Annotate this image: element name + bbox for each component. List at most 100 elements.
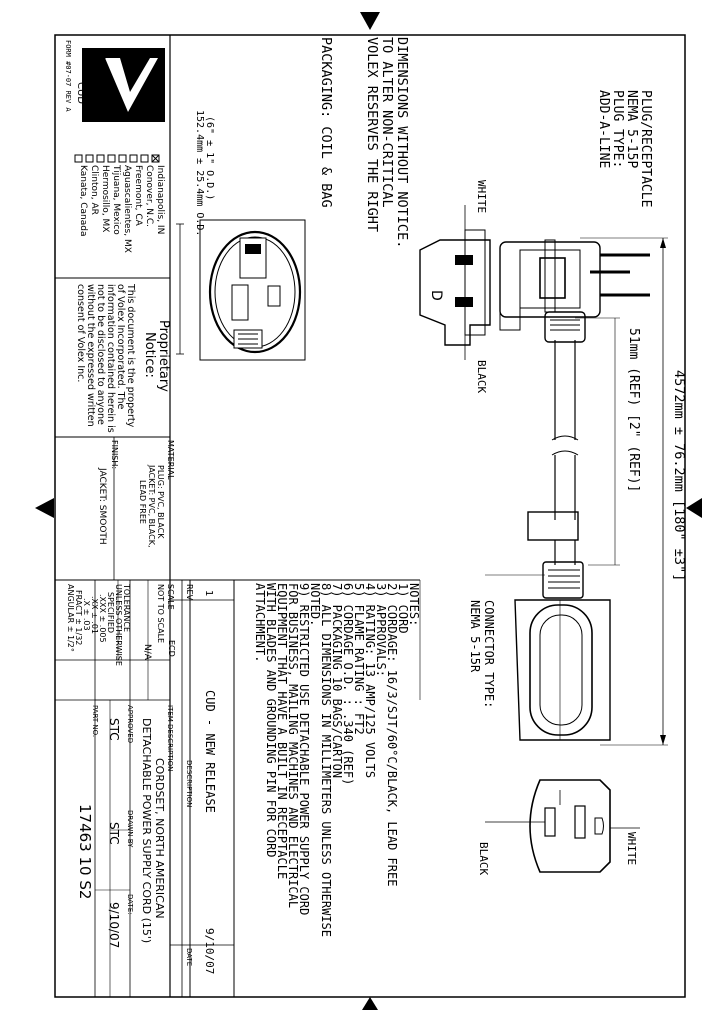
ref-length-text: 51mm (REF) [2" (REF)] [626, 328, 641, 492]
svg-text:LEAD FREE: LEAD FREE [138, 480, 147, 524]
tolerance-block: TOLERANCE UNLESS OTHERWISE SPECIFIED .XX… [66, 583, 131, 666]
location-3: Aguascalientes, MX [122, 165, 132, 253]
location-6: Clinton, AR [89, 165, 99, 215]
scale-label: SCALE [166, 584, 175, 610]
svg-text:DETACHABLE POWER SUPPLY CORD (: DETACHABLE POWER SUPPLY CORD (15') [140, 718, 153, 943]
location-5: Hermosillo, MX [100, 165, 110, 232]
approved: STC [107, 718, 121, 741]
overall-length-text: 4572mm ± 76.2mm [180" ±3"] [671, 370, 687, 581]
overall-dimension: 4572mm ± 76.2mm [180" ±3"] [580, 237, 687, 746]
ref-dimension: 51mm (REF) [2" (REF)] [575, 317, 641, 566]
plug-label-line-4: PLUG/RECEPTACLE [638, 90, 653, 207]
svg-text:Notice:: Notice: [142, 332, 157, 378]
location-1: Conover, N.C. [144, 165, 154, 227]
reserve-line-2: TO ALTER NON-CRITICAL [379, 37, 395, 208]
svg-text:consent of Volex Inc.: consent of Volex Inc. [75, 284, 86, 382]
approved-label: APPROVED [126, 705, 134, 743]
note-11: FOR BUSINESS, MAILING MACHINES AND ELECT… [286, 583, 300, 908]
center-mark-top [360, 12, 380, 30]
note-8: 8) ALL DIMENSIONS IN MILLIMETERS UNLESS … [319, 583, 333, 937]
location-7: Kanata, Canada [78, 165, 88, 237]
note-6: 6) CORDAGE O.D. : .340 (REF) [341, 583, 355, 785]
reserve-line-1: VOLEX RESERVES THE RIGHT [364, 37, 380, 232]
svg-text:TOLERANCE: TOLERANCE [122, 583, 131, 632]
note-2: 2) CORDAGE: 16/3/SJT/60°C/BLACK, LEAD FR… [385, 583, 399, 886]
drawn-by: STC [107, 822, 121, 845]
svg-text:.XXX ± .005: .XXX ± .005 [98, 594, 107, 643]
svg-text:CORDSET, NORTH AMERICAN: CORDSET, NORTH AMERICAN [153, 758, 166, 919]
svg-text:Proprietary: Proprietary [156, 320, 171, 392]
svg-text:.XX ± .01: .XX ± .01 [90, 596, 99, 634]
face-white-label: WHITE [625, 832, 638, 865]
volex-logo: Volex CUD [75, 48, 165, 122]
revision-date: 9/10/07 [203, 928, 216, 974]
note-12: EQUIPMENT THAT HAVE A BUILT IN RECEPTACL… [275, 583, 289, 879]
svg-text:JACKET: SMOOTH: JACKET: SMOOTH [97, 467, 107, 545]
note-13: WITH BLADES AND GROUNDING PIN FOR CORD [264, 583, 278, 858]
note-0: NOTES: [407, 583, 421, 626]
note-7: 7) PACKAGING 10 BAGS/CARTON [330, 583, 344, 778]
plug-label-line-1: ADD-A-LINE [596, 90, 611, 168]
connector-label: CONNECTOR TYPE: NEMA 5-15R [468, 600, 496, 716]
location-0: Indianapolis, IN [155, 165, 165, 234]
drawn-by-label: DRAWN BY [126, 810, 134, 848]
item-desc-label: ITEM DESCRIPTION [166, 705, 174, 771]
na-value: N/A [142, 644, 152, 661]
svg-text:FRACT ± 1/32: FRACT ± 1/32 [74, 590, 83, 645]
packaging-label: PACKAGING: COIL & BAG [318, 37, 334, 208]
black-label: BLACK [475, 360, 488, 393]
reserve-notice: VOLEX RESERVES THE RIGHT TO ALTER NON-CR… [364, 37, 410, 248]
proprietary-notice: Proprietary Notice: This document is the… [75, 283, 171, 433]
plug-drawing [499, 239, 650, 565]
svg-text:UNLESS OTHERWISE: UNLESS OTHERWISE [114, 584, 123, 666]
svg-text:D: D [428, 290, 444, 301]
note-9: NOTED. [308, 583, 322, 626]
revision-desc: CUD - NEW RELEASE [203, 690, 217, 813]
reserve-line-3: DIMENSIONS WITHOUT NOTICE. [394, 37, 410, 248]
location-2: Freemont, CA [133, 165, 143, 227]
sheet-border [54, 34, 686, 998]
svg-text:152.4mm ± 25.4mm O.D.: 152.4mm ± 25.4mm O.D. [194, 110, 205, 236]
date2-label: DATE: [126, 894, 134, 915]
connector-drawing: CONNECTOR TYPE: NEMA 5-15R [468, 561, 611, 741]
logo-sub: CUD [75, 82, 86, 104]
part-number: 17463 10 S2 [76, 804, 94, 899]
title-block: Volex CUD FORM #07-07 REV A Indianapolis… [55, 35, 235, 997]
note-10: 9) RESTRICTED USE DETACHABLE POWER SUPPL… [297, 583, 311, 915]
plug-label-line-3: NEMA 5-15P [624, 90, 639, 168]
svg-text:MATERIAL: MATERIAL [166, 440, 175, 480]
svg-text:SPECIFIED: SPECIFIED [106, 592, 115, 633]
description-label: DESCRIPTION [185, 760, 193, 807]
rev-label: REV [185, 584, 194, 601]
white-label: WHITE [475, 180, 488, 213]
locations-list: Indianapolis, IN Conover, N.C. Freemont,… [78, 164, 165, 253]
receptacle-drawing: D WHITE BLACK [419, 180, 491, 393]
note-3: 3) APPROVALS: [374, 583, 388, 677]
ecd-label: ECD [167, 640, 176, 657]
svg-text:(6" ± 1" O.D.): (6" ± 1" O.D.) [204, 116, 215, 200]
note-1: 1) CORD [396, 583, 410, 634]
center-mark-left [35, 498, 54, 518]
location-4: Tijuana, Mexico [111, 164, 121, 235]
form-number: FORM #07-07 REV A [64, 40, 72, 112]
svg-text:without the expressed written: without the expressed written [85, 284, 96, 427]
note-14: ATTACHMENT. [253, 583, 267, 662]
face-black-label: BLACK [477, 842, 490, 875]
center-mark-right [686, 498, 702, 518]
logo-text: Volex [92, 56, 107, 92]
svg-text:FINISH:: FINISH: [110, 440, 119, 469]
scale-value: NOT TO SCALE [156, 584, 165, 643]
svg-text:of Volex Incorporated. The: of Volex Incorporated. The [115, 284, 126, 410]
rev-value: 1 [203, 590, 214, 596]
note-5: 5) FLAME RATING : FT2 [352, 583, 366, 735]
svg-text:not to be disclosed to anyone: not to be disclosed to anyone [95, 284, 106, 425]
center-mark-bottom [362, 997, 378, 1010]
svg-text:PLUG: PVC, BLACK: PLUG: PVC, BLACK [156, 465, 165, 539]
coil-dimension: 152.4mm ± 25.4mm O.D. (6" ± 1" O.D.) [194, 110, 215, 236]
date2: 9/10/07 [107, 902, 121, 948]
date-label: DATE [185, 948, 193, 966]
material-block: MATERIAL PLUG: PVC, BLACK JACKET: PVC, B… [97, 440, 175, 548]
svg-text:JACKET: PVC, BLACK,: JACKET: PVC, BLACK, [147, 464, 156, 548]
svg-text:ANGULAR ± 1/2°: ANGULAR ± 1/2° [66, 584, 75, 652]
